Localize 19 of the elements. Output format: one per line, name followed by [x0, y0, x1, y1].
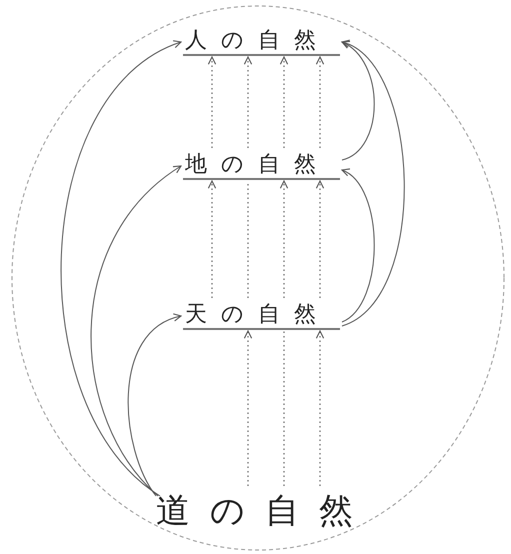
- dotted-arrow: [208, 180, 216, 298]
- dotted-arrow: [316, 180, 324, 298]
- underlined-label: 地の自然: [183, 148, 340, 180]
- curved-arrow: [341, 41, 375, 160]
- dotted-arrow: [244, 56, 252, 148]
- underlined-label: 道の自然: [152, 486, 372, 532]
- curved-arrow: [128, 314, 182, 496]
- curved-arrow: [341, 41, 405, 326]
- curved-arrow: [90, 165, 182, 496]
- dotted-arrow: [316, 330, 324, 486]
- underlined-label: 人の自然: [183, 24, 340, 56]
- curved-arrow: [60, 41, 182, 496]
- dotted-arrow: [208, 56, 216, 148]
- dotted-arrow: [316, 56, 324, 148]
- dotted-arrow: [244, 330, 252, 486]
- curved-arrow: [341, 169, 375, 322]
- underlined-label: 天の自然: [183, 298, 340, 330]
- dotted-arrow: [280, 56, 288, 148]
- dotted-arrow: [280, 180, 288, 298]
